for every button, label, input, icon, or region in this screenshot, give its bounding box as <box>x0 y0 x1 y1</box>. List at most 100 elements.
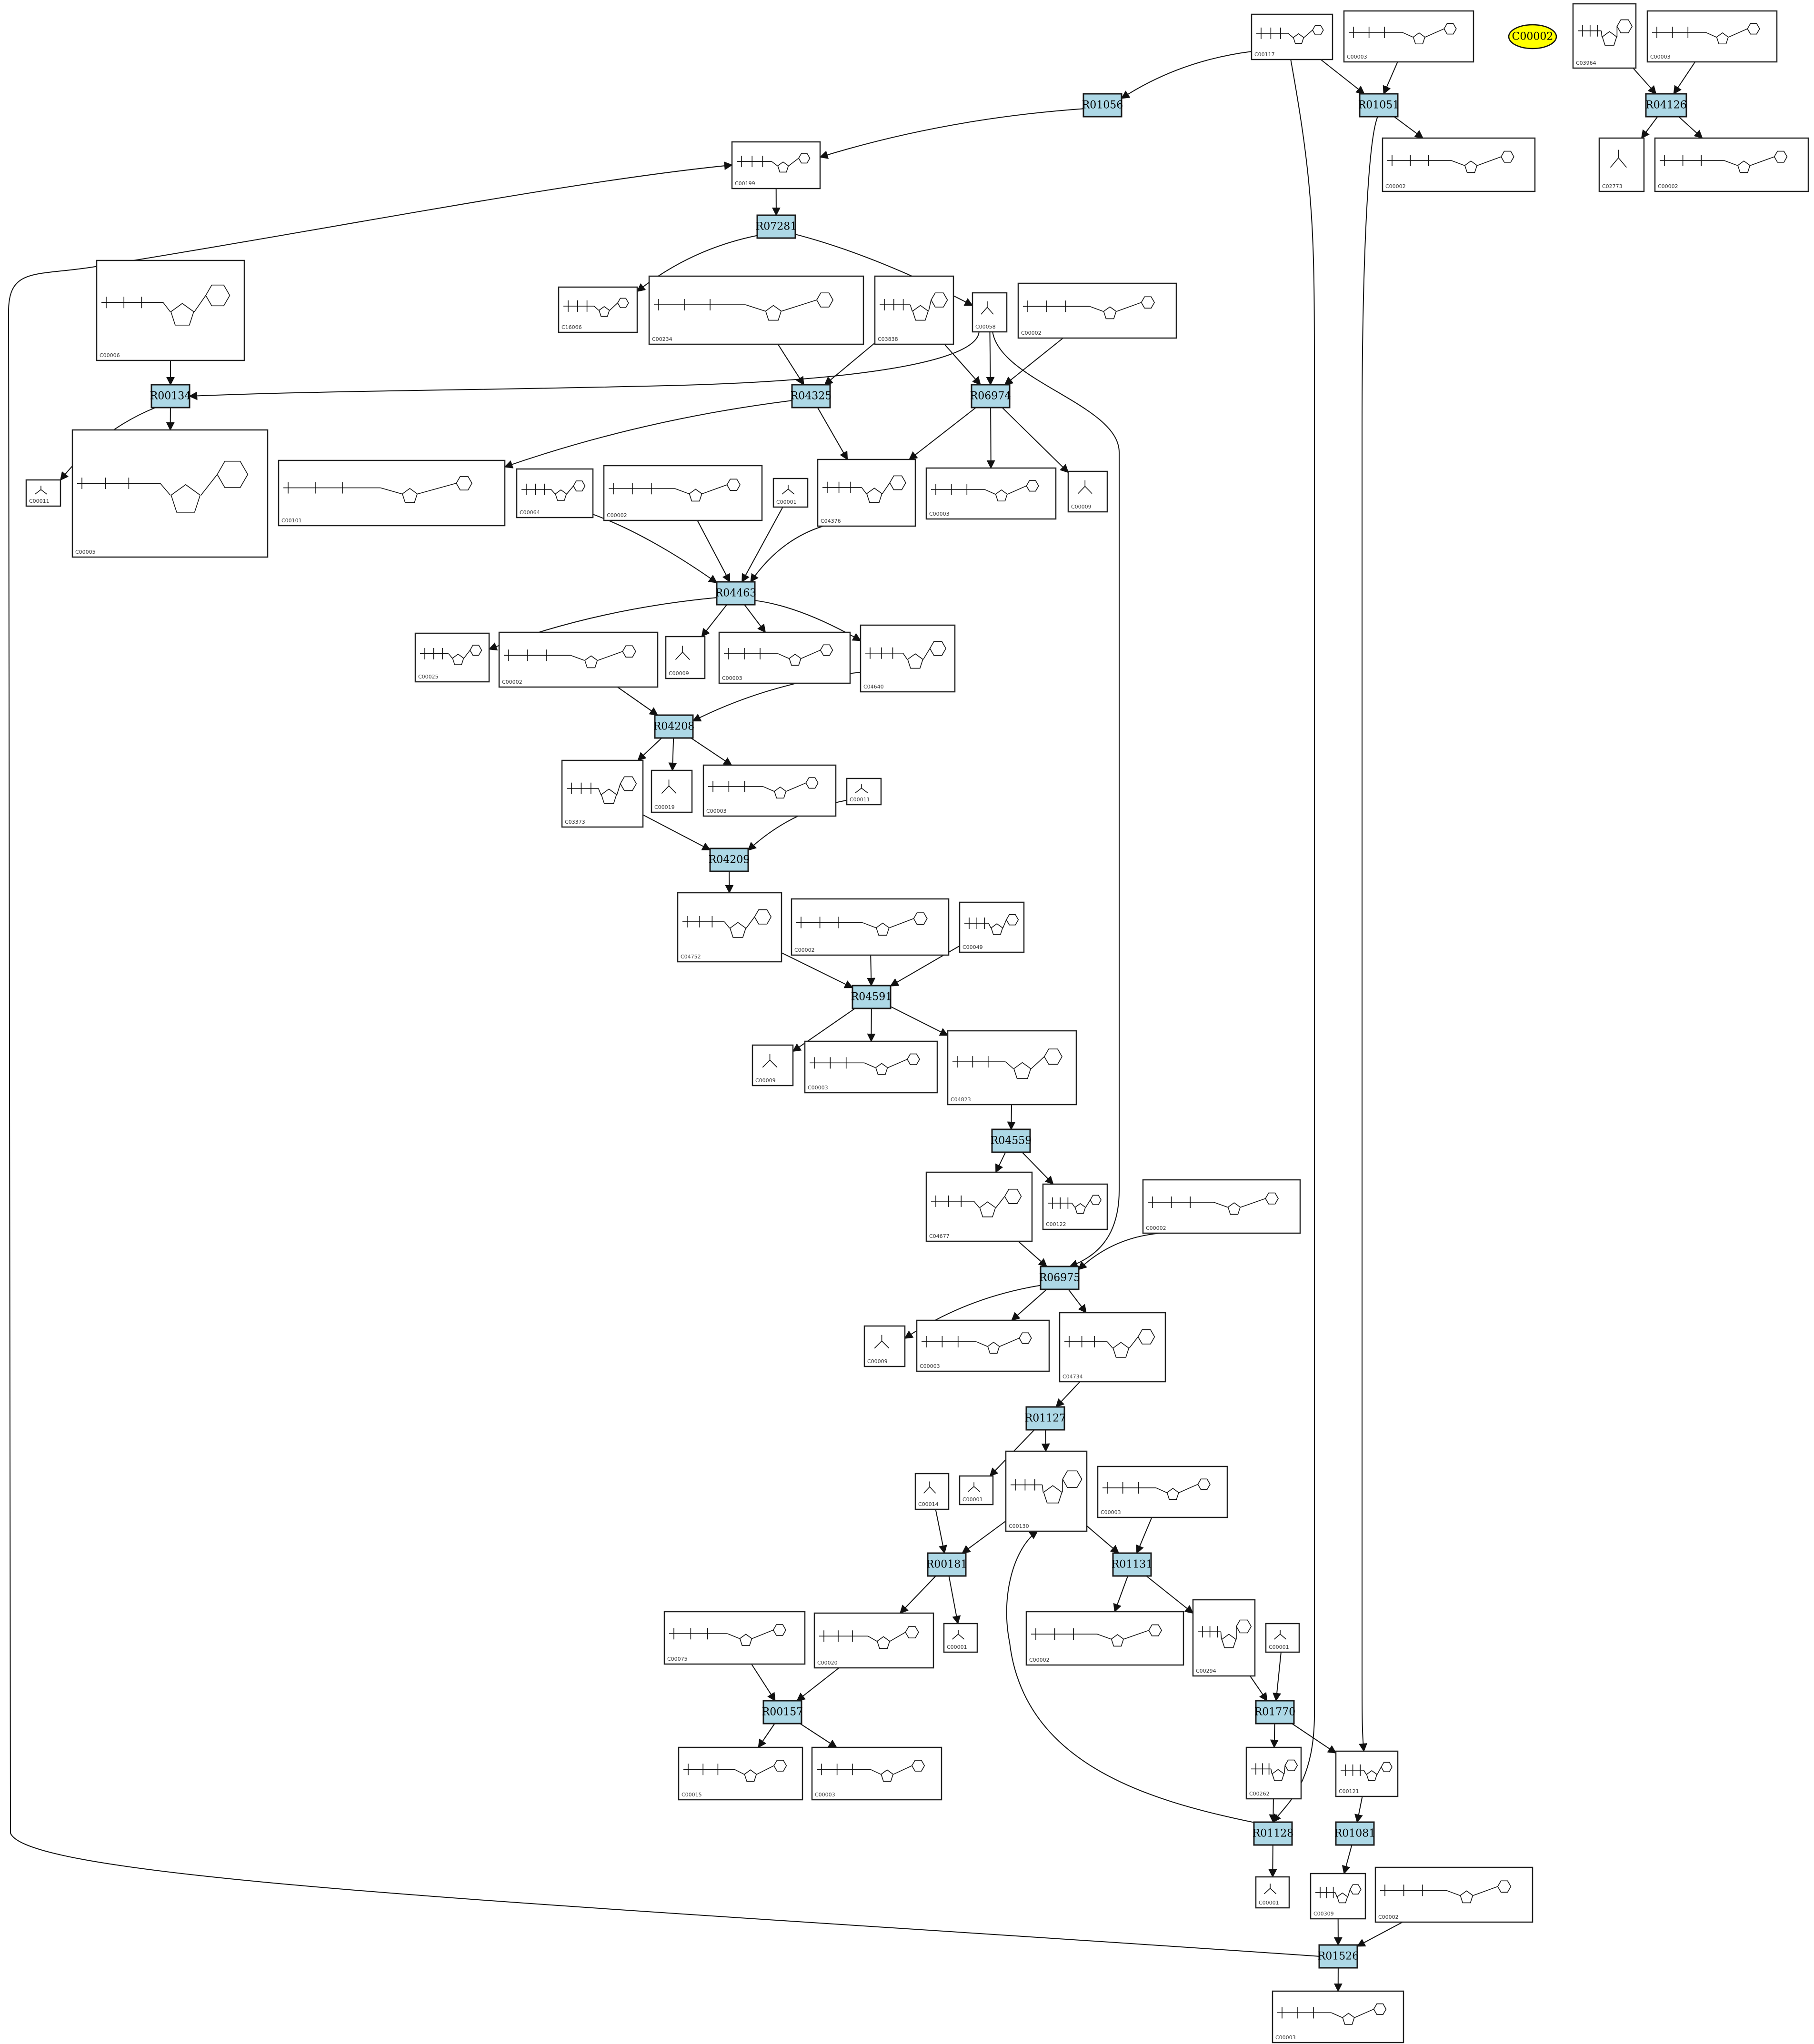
compound-c00234[interactable]: C00234 <box>648 275 864 345</box>
compound-c00199[interactable]: C00199 <box>731 141 821 189</box>
compound-c00117[interactable]: C00117 <box>1251 13 1333 60</box>
compound-c00005[interactable]: C00005 <box>71 429 269 558</box>
reaction-r01056[interactable]: R01056 <box>1082 93 1123 118</box>
compound-c00262[interactable]: C00262 <box>1245 1746 1302 1800</box>
compound-c00009_c[interactable]: C00009 <box>752 1044 794 1087</box>
reaction-r04559[interactable]: R04559 <box>991 1128 1032 1153</box>
compound-c00003_d[interactable]: C00003 <box>804 1040 938 1094</box>
edge-C00117-to-R01056 <box>1121 51 1252 99</box>
compound-c00001_b[interactable]: C00001 <box>959 1475 994 1506</box>
compound-c00002_g[interactable]: C00002 <box>1142 1179 1301 1234</box>
compound-c00002_h[interactable]: C00002 <box>1025 1611 1184 1666</box>
edge-R04559-to-C04677 <box>995 1152 1006 1173</box>
compound-c00006[interactable]: C00006 <box>96 259 245 361</box>
compound-c00049[interactable]: C00049 <box>959 901 1025 953</box>
compound-c00001_e[interactable]: C00001 <box>1255 1876 1290 1909</box>
reaction-r06974[interactable]: R06974 <box>970 384 1012 409</box>
reaction-r01770[interactable]: R01770 <box>1254 1700 1296 1725</box>
compound-c00003_g[interactable]: C00003 <box>811 1746 942 1801</box>
compound-c00003_f[interactable]: C00003 <box>1097 1466 1228 1518</box>
compound-c00015[interactable]: C00015 <box>678 1746 803 1801</box>
compound-c00002_c[interactable]: C00002 <box>1017 282 1177 339</box>
reaction-r01526[interactable]: R01526 <box>1318 1944 1359 1969</box>
compound-c00025[interactable]: C00025 <box>414 632 490 683</box>
compound-c03964[interactable]: C03964 <box>1572 3 1637 69</box>
compound-c00075[interactable]: C00075 <box>663 1611 806 1665</box>
compound-c03373[interactable]: C03373 <box>561 759 644 828</box>
reaction-label: R04208 <box>653 721 695 733</box>
reaction-r00134[interactable]: R00134 <box>150 384 191 409</box>
reaction-r07281[interactable]: R07281 <box>756 214 797 239</box>
compound-c00009_b[interactable]: C00009 <box>665 636 706 679</box>
compound-c00002_a[interactable]: C00002 <box>1382 137 1536 192</box>
compound-c00014[interactable]: C00014 <box>914 1473 950 1510</box>
compound-c00002_b[interactable]: C00002 <box>1654 137 1809 192</box>
reaction-r00181[interactable]: R00181 <box>926 1552 968 1577</box>
compound-c00020[interactable]: C00020 <box>813 1612 934 1669</box>
reaction-r01127[interactable]: R01127 <box>1025 1406 1066 1431</box>
reaction-r04325[interactable]: R04325 <box>791 384 832 409</box>
edge-R01770-to-C00121 <box>1292 1723 1337 1754</box>
compound-c00001_c[interactable]: C00001 <box>943 1623 978 1653</box>
compound-c16066[interactable]: C16066 <box>558 286 638 333</box>
reaction-box <box>927 1552 967 1577</box>
compound-c00011_b[interactable]: C00011 <box>846 778 882 806</box>
reaction-r01131[interactable]: R01131 <box>1112 1552 1153 1577</box>
compound-c00003_e[interactable]: C00003 <box>916 1319 1050 1372</box>
compound-c00009_a[interactable]: C00009 <box>1067 470 1108 513</box>
compound-c00294[interactable]: C00294 <box>1192 1599 1256 1677</box>
compound-c04752[interactable]: C04752 <box>677 892 782 963</box>
compound-c04640[interactable]: C04640 <box>860 624 956 693</box>
reaction-r04126[interactable]: R04126 <box>1645 93 1687 118</box>
compound-c03838[interactable]: C03838 <box>874 275 954 345</box>
compound-c00019[interactable]: C00019 <box>651 769 693 813</box>
compound-label: C00002 <box>1658 183 1678 189</box>
compound-c04376[interactable]: C04376 <box>817 459 916 527</box>
compound-c00101[interactable]: C00101 <box>278 459 506 527</box>
compound-c00064[interactable]: C00064 <box>516 468 594 518</box>
compound-c00003_top2[interactable]: C00003 <box>1646 10 1778 63</box>
compound-c00003_c[interactable]: C00003 <box>702 764 837 817</box>
compound-c00009_d[interactable]: C00009 <box>863 1325 906 1367</box>
compound-box <box>1059 1312 1166 1383</box>
compound-c00309[interactable]: C00309 <box>1310 1873 1366 1920</box>
reaction-r06975[interactable]: R06975 <box>1039 1266 1081 1290</box>
compound-c00002_d[interactable]: C00002 <box>603 465 763 521</box>
compound-c00002_hl[interactable]: C00002 <box>1508 24 1557 50</box>
compound-c00002_e[interactable]: C00002 <box>498 631 659 688</box>
compound-c00011_a[interactable]: C00011 <box>25 479 61 507</box>
compound-c00130[interactable]: C00130 <box>1005 1450 1088 1532</box>
compound-c00001_d[interactable]: C00001 <box>1265 1623 1300 1653</box>
compound-c04677[interactable]: C04677 <box>925 1171 1033 1242</box>
reaction-r04463[interactable]: R04463 <box>715 581 757 606</box>
reaction-r01081[interactable]: R01081 <box>1334 1821 1376 1846</box>
edge-C00058-to-R00134 <box>189 331 980 400</box>
compound-c02773[interactable]: C02773 <box>1598 137 1645 192</box>
edge-C00002_g-to-R06975 <box>1078 1233 1162 1270</box>
compound-label: C16066 <box>561 324 582 330</box>
edge-C00020-to-R00157 <box>796 1667 840 1702</box>
compound-c00001_a[interactable]: C00001 <box>772 478 809 508</box>
compound-box <box>943 1623 978 1653</box>
compound-c00003_a[interactable]: C00003 <box>925 467 1057 520</box>
compound-c00002_i[interactable]: C00002 <box>1374 1866 1533 1923</box>
compound-c00003_b[interactable]: C00003 <box>718 631 851 684</box>
edge-C00117-to-R01128 <box>1272 59 1315 1823</box>
compound-c00003_top[interactable]: C00003 <box>1343 10 1474 63</box>
edge-R04463-to-C00003_b <box>744 604 766 633</box>
reaction-r00157[interactable]: R00157 <box>762 1700 803 1725</box>
compound-c00003_h[interactable]: C00003 <box>1272 1990 1404 2044</box>
reaction-box <box>756 214 796 239</box>
reaction-r04591[interactable]: R04591 <box>851 985 892 1009</box>
compound-c04734[interactable]: C04734 <box>1059 1312 1166 1383</box>
reaction-r04208[interactable]: R04208 <box>653 714 695 739</box>
compound-c00121[interactable]: C00121 <box>1335 1750 1399 1797</box>
reaction-r01128[interactable]: R01128 <box>1253 1821 1294 1846</box>
compound-c00002_f[interactable]: C00002 <box>791 898 950 956</box>
compound-c00122[interactable]: C00122 <box>1042 1183 1108 1230</box>
reaction-r04209[interactable]: R04209 <box>709 848 750 872</box>
compound-c04823[interactable]: C04823 <box>947 1030 1077 1106</box>
reaction-r01051[interactable]: R01051 <box>1358 93 1400 118</box>
compound-box <box>1343 10 1474 63</box>
compound-c00058[interactable]: C00058 <box>972 292 1008 333</box>
